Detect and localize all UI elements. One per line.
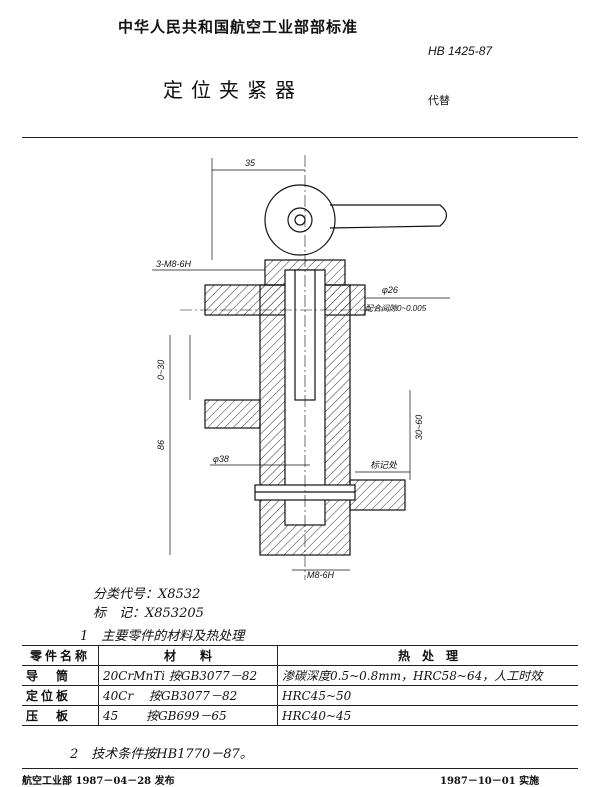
- height-left-label: 86: [156, 440, 166, 450]
- table-row: 压 板 45 按GB699－65 HRC40~45: [22, 705, 578, 726]
- materials-table: 零件名称 材 料 热 处 理 导 筒 20CrMnTi 按GB3077－82 渗…: [22, 645, 578, 726]
- range-right-label: 30~60: [414, 415, 424, 440]
- table-row: 导 筒 20CrMnTi 按GB3077－82 渗碳深度0.5~0.8mm，HR…: [22, 665, 578, 686]
- marking-code: 标 记：X853205: [93, 606, 204, 621]
- thread-top-label: 3-M8-6H: [156, 259, 192, 269]
- top-rule: [22, 137, 578, 138]
- dimensions: [152, 158, 450, 571]
- table-header-row: 零件名称 材 料 热 处 理: [22, 645, 578, 666]
- org-title: 中华人民共和国航空工业部部标准: [118, 18, 359, 36]
- part-name-cell: 导 筒: [22, 665, 99, 686]
- header-heat-treatment: 热 处 理: [277, 645, 578, 666]
- dim-top-label: 35: [245, 158, 256, 168]
- material-cell: 40Cr 按GB3077－82: [98, 685, 278, 706]
- technical-drawing: 35 3-M8-6H φ26 配合间隙0~0.005 0~30 86 30~60…: [152, 155, 450, 580]
- standard-code: HB 1425-87: [428, 44, 493, 58]
- part-name-cell: 压 板: [22, 705, 99, 726]
- bottom-rule: [22, 768, 578, 769]
- dimension-labels: 35 3-M8-6H φ26 配合间隙0~0.005 0~30 86 30~60…: [156, 158, 427, 580]
- header-material: 材 料: [98, 645, 278, 666]
- table-row: 定位板 40Cr 按GB3077－82 HRC45~50: [22, 685, 578, 706]
- issue-date: 航空工业部 1987－04－28 发布: [22, 776, 175, 787]
- lever-handle: [264, 184, 448, 256]
- page-title: 定位夹紧器: [163, 78, 303, 102]
- heat-treatment-cell: 渗碳深度0.5~0.8mm，HRC58~64，人工时效: [277, 665, 578, 686]
- material-cell: 45 按GB699－65: [98, 705, 278, 726]
- centerlines: [180, 155, 400, 580]
- classification-code: 分类代号：X8532: [93, 587, 201, 602]
- fit-note-label: 配合间隙0~0.005: [365, 304, 427, 313]
- thread-bottom-label: M8-6H: [307, 570, 335, 580]
- implementation-date: 1987－10－01 实施: [440, 776, 540, 787]
- part-name-cell: 定位板: [22, 685, 99, 706]
- callout-label: 标记处: [370, 460, 398, 470]
- material-cell: 20CrMnTi 按GB3077－82: [98, 665, 278, 686]
- heat-treatment-cell: HRC40~45: [277, 705, 578, 726]
- heat-treatment-cell: HRC45~50: [277, 685, 578, 706]
- dia-1-label: φ26: [382, 285, 398, 295]
- header-part-name: 零件名称: [22, 645, 99, 666]
- note-1: 1 主要零件的材料及热处理: [80, 629, 245, 644]
- dia-2-label: φ38: [213, 454, 229, 464]
- replace-label: 代替: [428, 94, 450, 107]
- note-2: 2 技术条件按HB1770－87。: [70, 747, 253, 762]
- range-left-label: 0~30: [156, 360, 166, 380]
